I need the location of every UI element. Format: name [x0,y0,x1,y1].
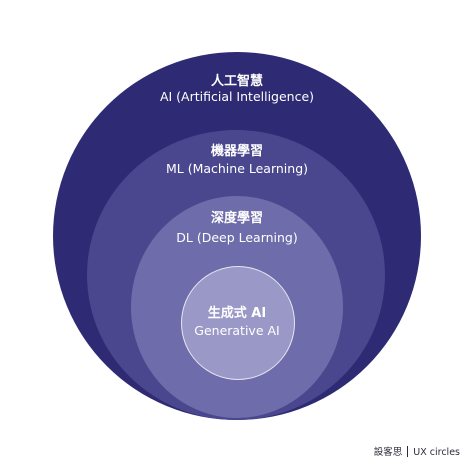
generative-ai-circle [181,266,295,380]
generative-ai-label-zh: 生成式 AI [207,306,267,321]
dl-label-en: DL (Deep Learning) [176,230,298,245]
credit: 設客思 UX circles [374,446,460,458]
credit-divider [407,446,409,457]
credit-author: 設客思 [373,447,403,458]
ml-label-zh: 機器學習 [210,144,263,159]
ai-label-en: AI (Artificial Intelligence) [159,89,315,104]
generative-ai-label-en: Generative AI [194,323,280,338]
ml-label-en: ML (Machine Learning) [165,161,309,176]
credit-brand: UX circles [413,447,460,458]
ai-label-zh: 人工智慧 [210,74,263,89]
dl-label-zh: 深度學習 [210,211,263,226]
